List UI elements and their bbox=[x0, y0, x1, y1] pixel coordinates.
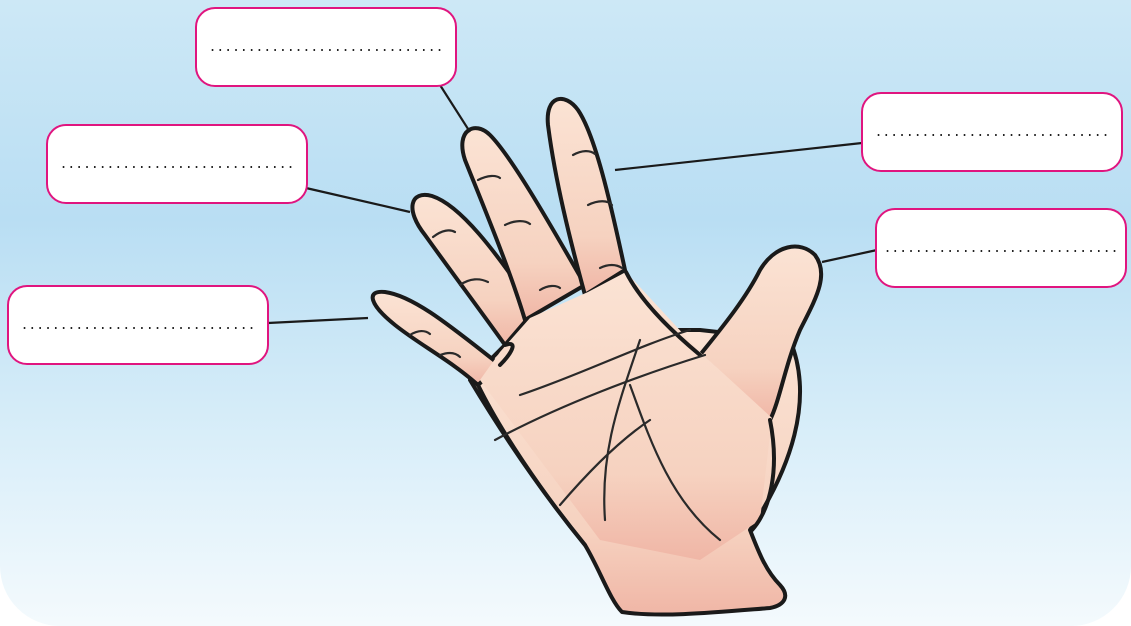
answer-blank: .............................. bbox=[60, 157, 295, 172]
answer-blank: .............................. bbox=[209, 40, 444, 55]
label-box-ring-finger[interactable]: .............................. bbox=[46, 124, 308, 204]
leader-little bbox=[268, 318, 368, 323]
answer-blank: .............................. bbox=[884, 241, 1119, 256]
leader-thumb bbox=[822, 250, 877, 262]
label-box-middle-finger[interactable]: .............................. bbox=[195, 7, 457, 87]
answer-blank: .............................. bbox=[21, 318, 256, 333]
label-box-little-finger[interactable]: .............................. bbox=[7, 285, 269, 365]
answer-blank: .............................. bbox=[875, 125, 1110, 140]
leader-middle bbox=[440, 85, 470, 132]
label-box-index-finger[interactable]: .............................. bbox=[861, 92, 1123, 172]
hand-shape bbox=[373, 99, 822, 615]
leader-ring bbox=[306, 188, 410, 212]
leader-index bbox=[615, 143, 862, 170]
label-box-thumb[interactable]: .............................. bbox=[875, 208, 1127, 288]
